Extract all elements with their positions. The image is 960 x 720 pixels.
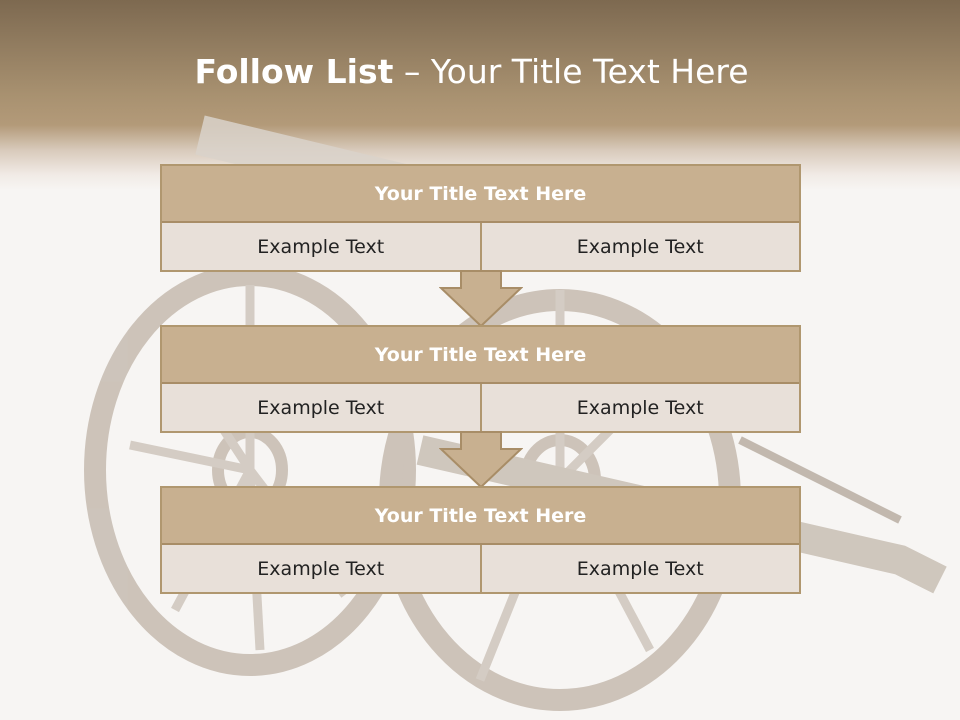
- block-row: Example Text Example Text: [162, 384, 799, 431]
- block-cell-left: Example Text: [162, 545, 480, 592]
- block-row: Example Text Example Text: [162, 223, 799, 270]
- block-cell-right: Example Text: [479, 545, 799, 592]
- header-band: [0, 0, 960, 190]
- block-title: Your Title Text Here: [162, 488, 799, 545]
- list-block-1: Your Title Text Here Example Text Exampl…: [160, 164, 801, 272]
- block-row: Example Text Example Text: [162, 545, 799, 592]
- block-cell-right: Example Text: [479, 223, 799, 270]
- down-arrow-icon: [439, 270, 523, 328]
- down-arrow-icon: [439, 431, 523, 489]
- block-cell-right: Example Text: [479, 384, 799, 431]
- block-cell-left: Example Text: [162, 223, 480, 270]
- block-title: Your Title Text Here: [162, 166, 799, 223]
- block-title: Your Title Text Here: [162, 327, 799, 384]
- slide-title-bold: Follow List: [194, 52, 394, 91]
- list-block-3: Your Title Text Here Example Text Exampl…: [160, 486, 801, 594]
- list-block-2: Your Title Text Here Example Text Exampl…: [160, 325, 801, 433]
- block-cell-left: Example Text: [162, 384, 480, 431]
- slide-title: Follow List – Your Title Text Here: [0, 52, 943, 91]
- slide-title-rest: – Your Title Text Here: [393, 52, 749, 91]
